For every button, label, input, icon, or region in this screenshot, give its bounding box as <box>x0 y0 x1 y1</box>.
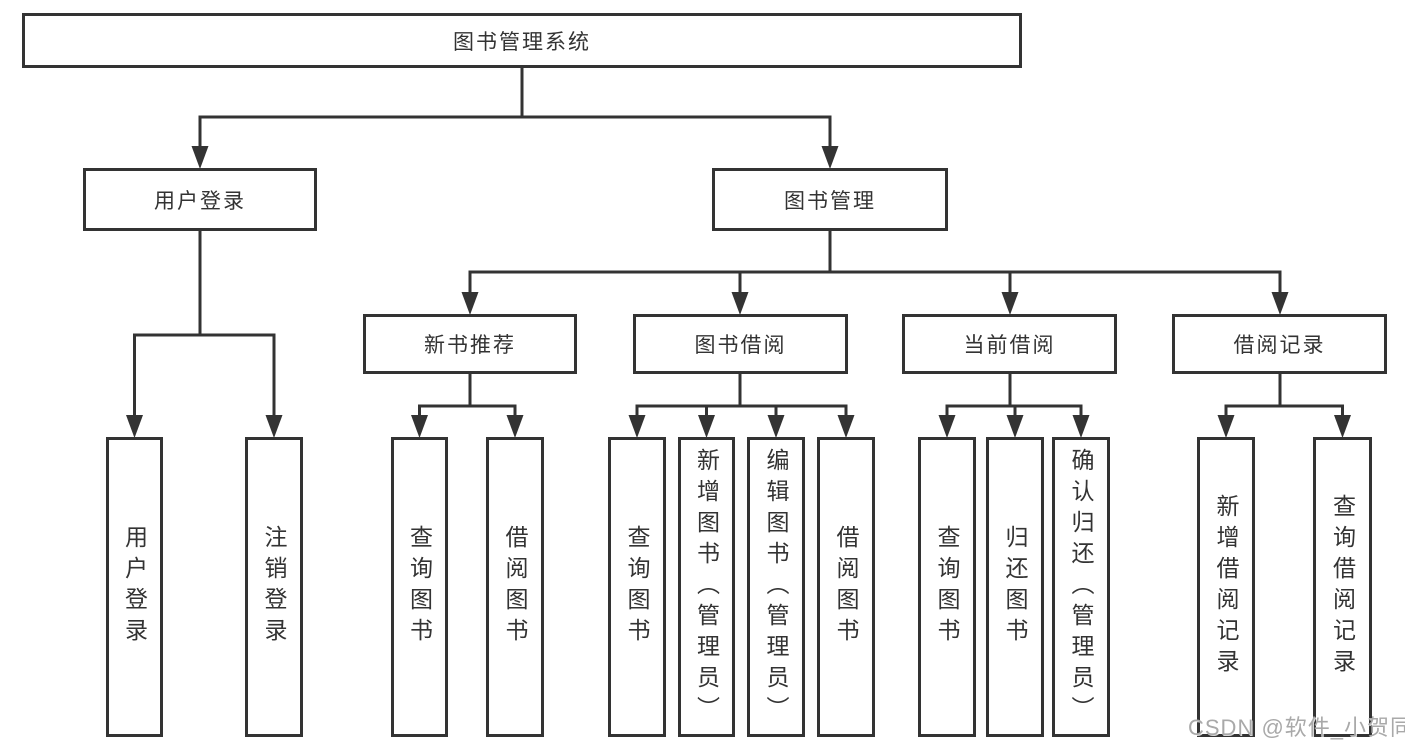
node-borrow-records: 借阅记录 <box>1172 314 1387 374</box>
leaf-borrow-books-recommend: 借阅图书 <box>486 437 544 737</box>
node-new-book-recommend: 新书推荐 <box>363 314 577 374</box>
node-book-management: 图书管理 <box>712 168 948 231</box>
connector-userlogin-to-leaves <box>126 231 283 438</box>
leaf-add-borrow-record: 新增借阅记录 <box>1197 437 1255 737</box>
connector-root-to-level2 <box>191 68 839 169</box>
leaf-query-books-current: 查询图书 <box>918 437 976 737</box>
leaf-return-books: 归还图书 <box>986 437 1044 737</box>
leaf-add-books-admin: 新增图书（管理员） <box>678 437 735 737</box>
leaf-user-login: 用户登录 <box>106 437 163 737</box>
node-current-borrow: 当前借阅 <box>902 314 1117 374</box>
leaf-edit-books-admin: 编辑图书（管理员） <box>747 437 805 737</box>
node-book-borrow: 图书借阅 <box>633 314 848 374</box>
leaf-query-books-borrow: 查询图书 <box>608 437 666 737</box>
connector-records-to-leaves <box>1217 374 1351 438</box>
leaf-query-books-recommend: 查询图书 <box>391 437 448 737</box>
leaf-confirm-return-admin: 确认归还（管理员） <box>1052 437 1110 737</box>
leaf-query-borrow-record: 查询借阅记录 <box>1313 437 1372 737</box>
connector-bookmgmt-to-level3 <box>461 231 1289 315</box>
node-library-system: 图书管理系统 <box>22 13 1022 68</box>
connector-currentborrow-to-leaves <box>938 374 1090 438</box>
node-user-login: 用户登录 <box>83 168 317 231</box>
connector-bookborrow-to-leaves <box>628 374 855 438</box>
leaf-borrow-books: 借阅图书 <box>817 437 875 737</box>
leaf-logout: 注销登录 <box>245 437 303 737</box>
connector-newbook-to-leaves <box>411 374 524 438</box>
csdn-watermark: CSDN @软件_小贺同学 <box>1188 715 1405 740</box>
